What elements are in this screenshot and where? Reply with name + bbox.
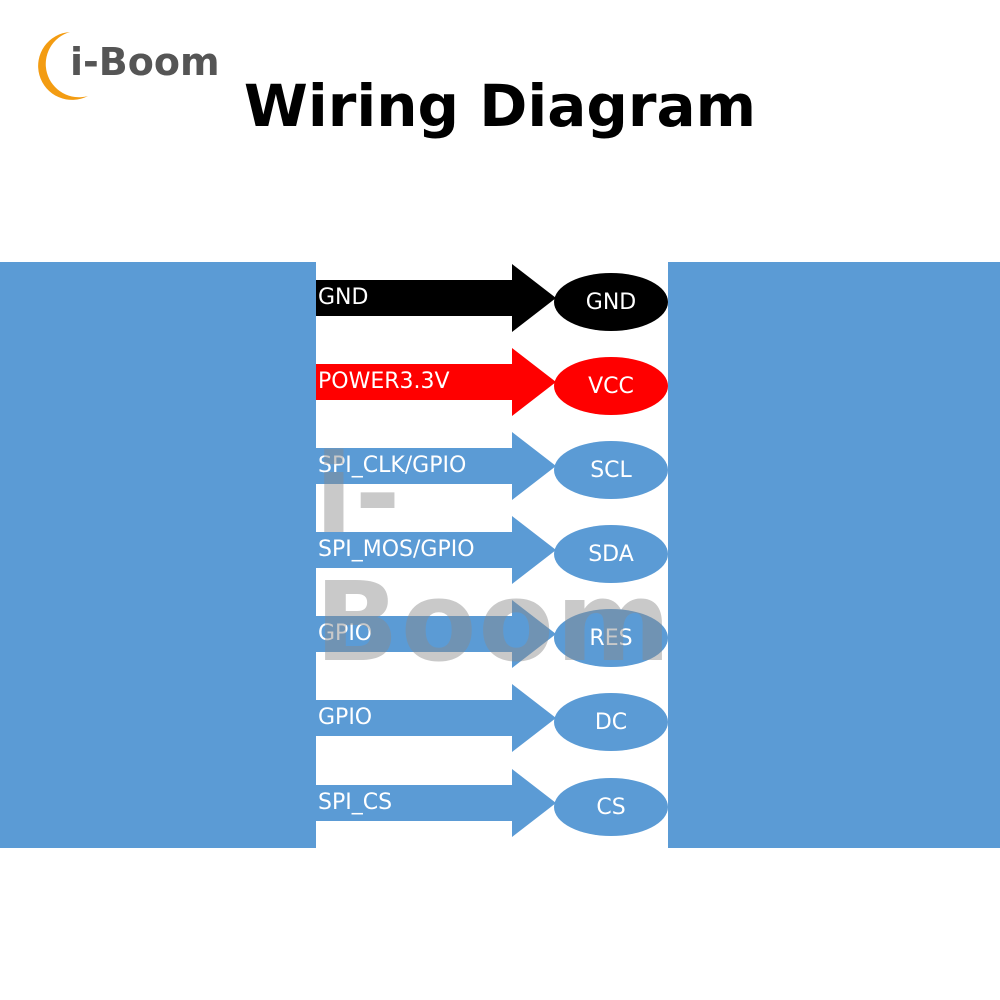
pin-source-label: GPIO <box>318 705 373 730</box>
pin-target-label: GND <box>554 273 668 331</box>
arrow-right-icon <box>316 432 556 500</box>
pin-row: POWER3.3V VCC <box>316 346 668 418</box>
pin-source-label: GND <box>318 285 369 310</box>
board-left-panel <box>0 262 316 848</box>
pin-target-label: CS <box>554 778 668 836</box>
pin-target-label: SDA <box>554 525 668 583</box>
pin-row: SPI_CLK/GPIO SCL <box>316 430 668 502</box>
pin-target-label: RES <box>554 609 668 667</box>
pin-row: GND GND <box>316 262 668 334</box>
pin-target-label: VCC <box>554 357 668 415</box>
arrow-right-icon <box>316 516 556 584</box>
page-title: Wiring Diagram <box>243 72 757 140</box>
pin-source-label: SPI_CS <box>318 790 393 815</box>
arrow-right-icon <box>316 769 556 837</box>
pin-source-label: SPI_MOS/GPIO <box>318 537 475 562</box>
arrow-right-icon <box>316 600 556 668</box>
arrow-right-icon <box>316 348 556 416</box>
pin-row: SPI_CS CS <box>316 767 668 839</box>
board-right-panel <box>668 262 1000 848</box>
pin-source-label: GPIO <box>318 621 373 646</box>
arrow-right-icon <box>316 684 556 752</box>
pin-target-label: SCL <box>554 441 668 499</box>
pin-target-label: DC <box>554 693 668 751</box>
pin-row: GPIO DC <box>316 682 668 754</box>
brand-logo: i-Boom <box>30 28 230 100</box>
pin-row: SPI_MOS/GPIO SDA <box>316 514 668 586</box>
crescent-logo-icon <box>38 32 88 100</box>
pin-source-label: SPI_CLK/GPIO <box>318 453 467 478</box>
pin-row: GPIO RES <box>316 598 668 670</box>
brand-name: i-Boom <box>70 40 220 84</box>
arrow-right-icon <box>316 264 556 332</box>
pin-source-label: POWER3.3V <box>318 369 450 394</box>
